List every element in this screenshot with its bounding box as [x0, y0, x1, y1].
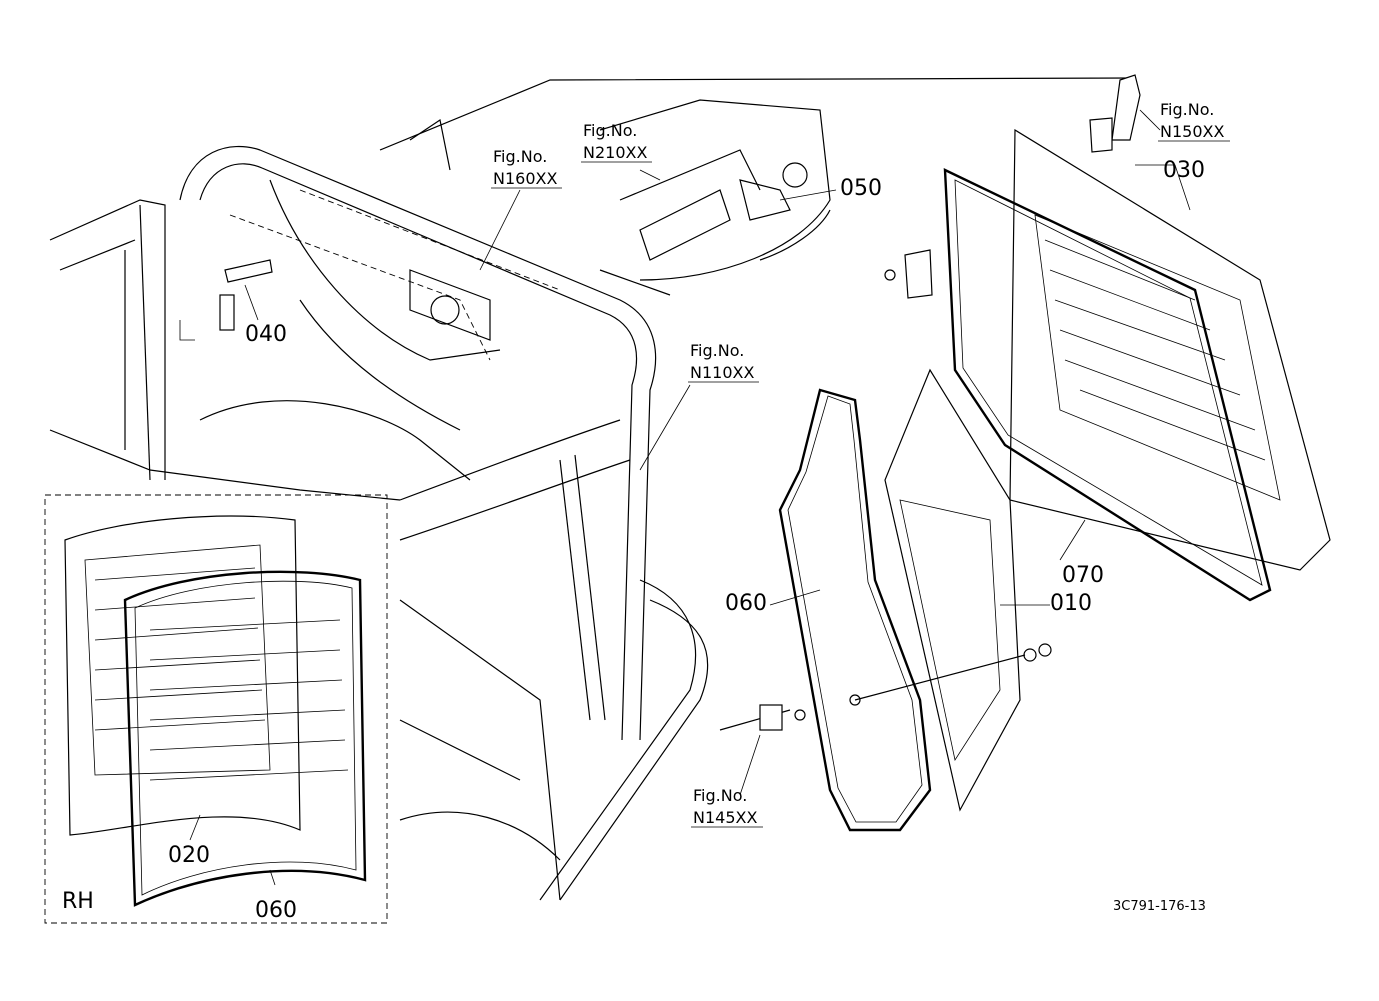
- part-label-060: 060: [725, 591, 767, 616]
- fig-ref-n160: Fig.No. N160XX: [491, 147, 562, 189]
- fig-ref-code: N110XX: [690, 363, 754, 382]
- fig-ref-code: N150XX: [1160, 122, 1224, 141]
- fig-ref-code: N210XX: [583, 143, 647, 162]
- latch-hardware: [719, 643, 1052, 731]
- fig-ref-code: N160XX: [493, 169, 557, 188]
- part-label-050: 050: [840, 176, 882, 201]
- fig-ref-label: Fig.No.: [693, 786, 747, 805]
- fig-ref-n145: Fig.No. N145XX: [691, 786, 763, 828]
- hinge-bracket: [884, 74, 1141, 299]
- fig-ref-n210: Fig.No. N210XX: [581, 121, 652, 163]
- side-window-seal: [778, 388, 932, 832]
- fig-ref-label: Fig.No.: [1160, 100, 1214, 119]
- cab-frame: [49, 77, 1136, 901]
- part-label-030: 030: [1163, 158, 1205, 183]
- rear-window-panel: [1009, 128, 1331, 571]
- fig-ref-n110: Fig.No. N110XX: [688, 341, 759, 383]
- part-label-040: 040: [245, 322, 287, 347]
- fig-ref-code: N145XX: [693, 808, 757, 827]
- part-label-020: 020: [168, 843, 210, 868]
- part-label-010: 010: [1050, 591, 1092, 616]
- leader-lines: [244, 109, 1191, 796]
- fig-ref-label: Fig.No.: [583, 121, 637, 140]
- inset-label-rh: RH: [62, 889, 94, 914]
- rear-window-seal: [943, 168, 1272, 602]
- fig-ref-label: Fig.No.: [493, 147, 547, 166]
- rh-inset: [44, 494, 388, 924]
- part-label-060-inset: 060: [255, 898, 297, 923]
- drawing-code: 3C791-176-13: [1113, 899, 1206, 914]
- part-label-070: 070: [1062, 563, 1104, 588]
- fig-ref-label: Fig.No.: [690, 341, 744, 360]
- fig-ref-n150: Fig.No. N150XX: [1158, 100, 1230, 142]
- side-window-panel: [884, 368, 1021, 812]
